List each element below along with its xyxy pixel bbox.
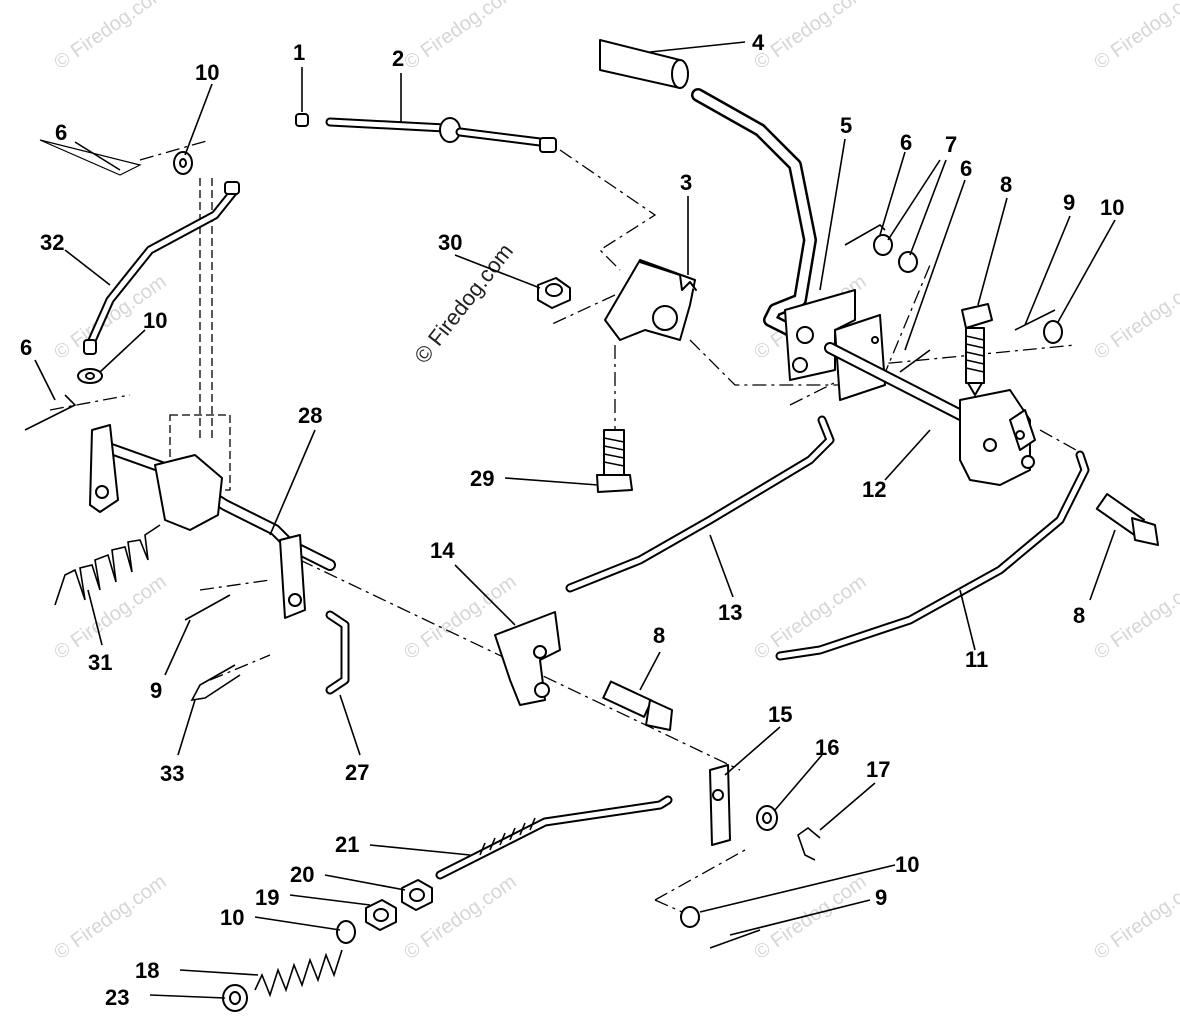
washer-part-16: [756, 805, 778, 831]
label-3: 3: [680, 170, 692, 195]
label-10: 10: [195, 60, 219, 85]
label-11: 11: [965, 647, 988, 672]
label-8: 8: [1000, 172, 1012, 197]
label-2: 2: [392, 46, 404, 71]
label-20: 20: [290, 862, 314, 887]
label-10: 10: [220, 905, 244, 930]
rod-part-11: [775, 450, 1090, 661]
rod-part-13: [565, 415, 835, 593]
bolt-part-29: [596, 429, 633, 493]
link-part-27: [325, 610, 350, 695]
nut-part-30: [537, 277, 571, 309]
watermark: © Firedog.com: [1090, 571, 1180, 664]
label-10: 10: [895, 852, 919, 877]
label-7: 7: [945, 132, 957, 157]
nut-part-20: [401, 879, 433, 911]
rod-part-21: [435, 795, 673, 880]
grip-part-4: [599, 39, 689, 89]
label-12: 12: [862, 477, 886, 502]
spring-part-18: [254, 949, 343, 998]
watermark: © Firedog.com: [400, 0, 520, 74]
cotter-pins: [24, 139, 1056, 949]
nut-part-19: [365, 899, 397, 931]
label-6: 6: [960, 156, 972, 181]
lift-handle: [691, 88, 817, 337]
washer-part-10-bottom: [336, 920, 356, 944]
bracket-part-14: [494, 611, 561, 706]
callout-labels: 1 2 3 4 5 6 6 6 6 7 8 8 8 9 9 9 10 10 10…: [20, 30, 1124, 1010]
bracket-part-3: [604, 259, 697, 341]
watermark: © Firedog.com: [1090, 871, 1180, 964]
bolt-part-8-right: [1095, 493, 1159, 546]
label-6: 6: [20, 335, 32, 360]
watermark: © Firedog.com: [750, 0, 870, 74]
label-6: 6: [55, 120, 67, 145]
label-21: 21: [335, 832, 359, 857]
watermark: © Firedog.com: [1090, 271, 1180, 364]
label-6: 6: [900, 130, 912, 155]
watermark: © Firedog.com: [50, 0, 170, 74]
label-18: 18: [135, 958, 159, 983]
label-19: 19: [255, 885, 279, 910]
label-14: 14: [430, 538, 455, 563]
pin-part-33: [190, 664, 241, 702]
label-23: 23: [105, 985, 129, 1010]
washer-part-10-top-right: [1043, 320, 1063, 344]
label-5: 5: [840, 113, 852, 138]
spring-part-31: [54, 524, 161, 606]
label-31: 31: [88, 650, 112, 675]
label-16: 16: [815, 735, 839, 760]
assembly-lines: [49, 139, 1086, 921]
watermark: © Firedog.com: [1090, 0, 1180, 74]
label-4: 4: [752, 30, 765, 55]
rod-part-32: [83, 181, 240, 355]
label-33: 33: [160, 761, 184, 786]
shaft-part-28: [89, 424, 336, 619]
label-10: 10: [143, 308, 167, 333]
label-27: 27: [345, 760, 369, 785]
label-29: 29: [470, 466, 494, 491]
washer-part-10-bottom-right: [680, 906, 700, 928]
label-8: 8: [653, 623, 665, 648]
label-30: 30: [438, 230, 462, 255]
plate-part-15: [709, 764, 731, 846]
label-17: 17: [866, 757, 890, 782]
leader-lines: [34, 41, 1116, 999]
watermark: © Firedog.com: [50, 871, 170, 964]
label-8: 8: [1073, 603, 1085, 628]
bushing-part-23: [222, 984, 248, 1012]
bolt-part-8-top: [961, 303, 993, 396]
label-28: 28: [298, 403, 322, 428]
washer-part-10-mid-left: [77, 368, 103, 384]
label-15: 15: [768, 702, 792, 727]
throttle-rod-part-2: [325, 117, 557, 153]
bolt-part-8-mid: [602, 680, 673, 731]
washer-part-10-top-left: [173, 151, 193, 175]
label-9: 9: [1063, 190, 1075, 215]
label-32: 32: [40, 230, 64, 255]
washers-part-7: [873, 234, 918, 273]
clip-part-17: [797, 826, 821, 861]
label-9: 9: [150, 678, 162, 703]
shaft-part-12: [824, 342, 1036, 486]
label-9: 9: [875, 885, 887, 910]
label-13: 13: [718, 600, 742, 625]
label-10: 10: [1100, 195, 1124, 220]
label-1: 1: [293, 40, 305, 65]
cap-part-1: [295, 113, 309, 127]
